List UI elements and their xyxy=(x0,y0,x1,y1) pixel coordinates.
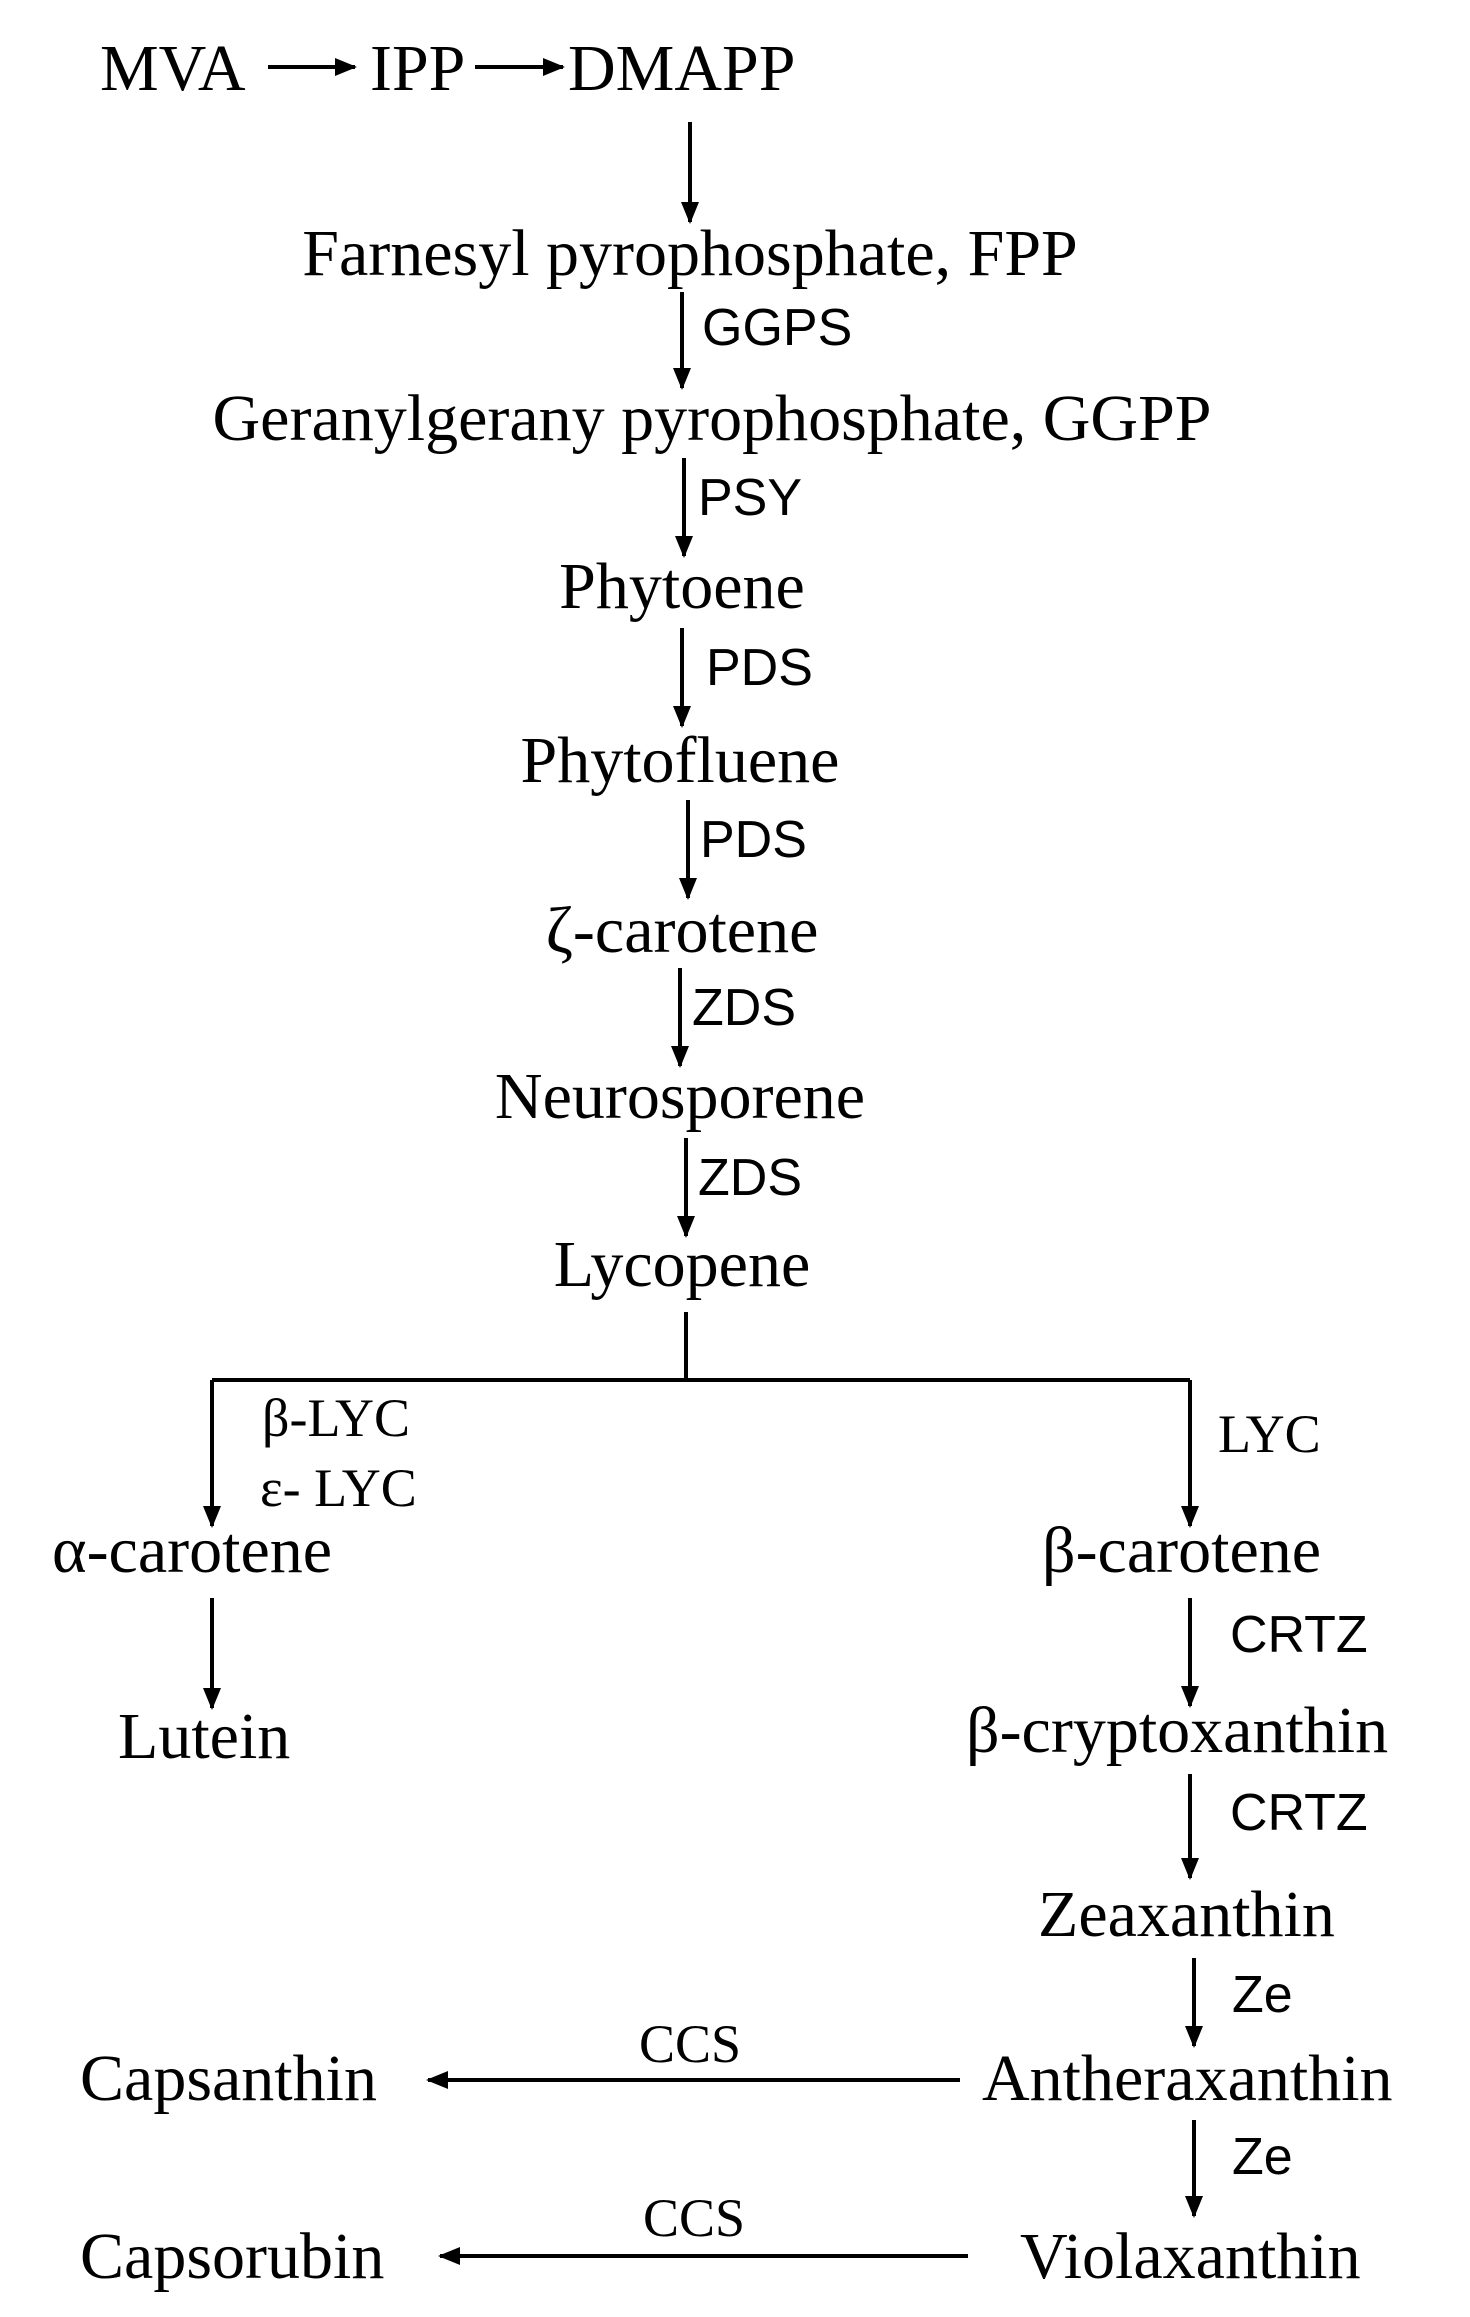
enzyme-pds-2: PDS xyxy=(700,811,807,869)
node-neurosporene: Neurosporene xyxy=(495,1060,865,1133)
enzyme-ccs-2: CCS xyxy=(643,2188,745,2248)
node-ggpp: Geranylgerany pyrophosphate, GGPP xyxy=(213,382,1212,455)
node-violaxanthin: Violaxanthin xyxy=(1020,2220,1361,2293)
enzyme-beta-lyc: β-LYC xyxy=(262,1388,410,1448)
node-phytoene: Phytoene xyxy=(559,550,805,623)
node-lutein: Lutein xyxy=(118,1700,290,1773)
node-fpp: Farnesyl pyrophosphate, FPP xyxy=(302,217,1078,290)
node-capsorubin: Capsorubin xyxy=(80,2220,384,2293)
node-ipp: IPP xyxy=(370,32,465,105)
enzyme-ccs-1: CCS xyxy=(639,2014,741,2074)
enzyme-ggps: GGPS xyxy=(702,299,852,357)
node-mva: MVA xyxy=(100,32,246,105)
node-lycopene: Lycopene xyxy=(554,1228,811,1301)
node-beta-carotene: β-carotene xyxy=(1042,1514,1321,1587)
enzyme-crtz-1: CRTZ xyxy=(1230,1606,1368,1664)
enzyme-ze-2: Ze xyxy=(1232,2128,1293,2186)
enzyme-zds-1: ZDS xyxy=(692,979,796,1037)
node-zeaxanthin: Zeaxanthin xyxy=(1038,1878,1335,1951)
node-antheraxanthin: Antheraxanthin xyxy=(982,2042,1393,2115)
enzyme-lyc: LYC xyxy=(1218,1404,1321,1464)
enzyme-epsilon-lyc: ε- LYC xyxy=(260,1458,417,1518)
node-beta-cryptoxanthin: β-cryptoxanthin xyxy=(966,1694,1388,1767)
enzyme-pds-1: PDS xyxy=(706,639,813,697)
node-capsanthin: Capsanthin xyxy=(80,2042,377,2115)
node-phytofluene: Phytofluene xyxy=(521,724,840,797)
node-zeta-carotene: ζ-carotene xyxy=(546,894,819,967)
enzyme-psy: PSY xyxy=(698,469,802,527)
enzyme-crtz-2: CRTZ xyxy=(1230,1784,1368,1842)
enzyme-ze-1: Ze xyxy=(1232,1966,1293,2024)
node-dmapp: DMAPP xyxy=(568,32,795,105)
enzyme-zds-2: ZDS xyxy=(698,1149,802,1207)
node-alpha-carotene: α-carotene xyxy=(52,1514,332,1587)
